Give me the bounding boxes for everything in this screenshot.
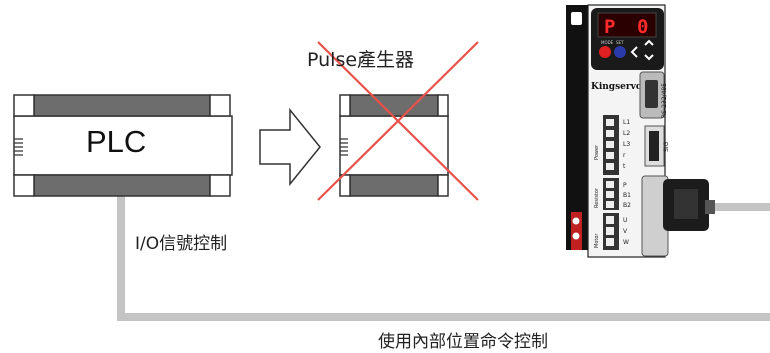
- terminal-l3-label: L3: [623, 141, 630, 148]
- terminal-b1-label: B1: [623, 192, 631, 199]
- terminal-b2-label: B2: [623, 202, 631, 209]
- terminal-p-label: P: [623, 182, 627, 189]
- set-button-label: SET: [616, 40, 624, 45]
- servo-drive: P 0 MODE SET Kingservo RS-232/485 SIG L1…: [566, 4, 715, 258]
- terminal-l2-label: L2: [623, 130, 630, 137]
- mode-button-label: MODE: [601, 40, 614, 45]
- up-chevron-icon[interactable]: [644, 39, 654, 46]
- signal-port-label: SIG: [663, 141, 670, 152]
- terminal-l1-label: L1: [623, 119, 630, 126]
- signal-connector-plug: [641, 175, 715, 257]
- pulse-generator-label: Pulse產生器: [307, 49, 415, 71]
- brand-label: Kingservo: [591, 82, 642, 92]
- terminal-r-label: r: [623, 152, 626, 159]
- set-button[interactable]: [614, 46, 626, 58]
- cross-out-mark: [317, 41, 479, 201]
- display-value-char: 0: [637, 16, 648, 38]
- comm-port-label: RS-232/485: [661, 83, 668, 118]
- power-group-label: Power: [594, 144, 600, 160]
- mode-button[interactable]: [599, 46, 611, 58]
- down-chevron-icon[interactable]: [644, 54, 654, 61]
- pulse-generator-module: [339, 94, 449, 197]
- terminal-v-label: V: [623, 228, 628, 235]
- motor-group-label: Motor: [594, 233, 600, 248]
- terminal-w-label: W: [623, 239, 629, 246]
- plc-module: [13, 94, 233, 197]
- terminal-u-label: U: [623, 217, 627, 224]
- display-mode-char: P: [604, 16, 615, 38]
- plc-label: PLC: [86, 124, 147, 159]
- control-wire: [117, 196, 770, 321]
- resistor-group-label: Resistor: [594, 187, 600, 208]
- arrow-right-icon: [259, 107, 321, 187]
- drive-mounting-rail: [566, 5, 588, 250]
- io-control-label: I/O信號控制: [135, 234, 228, 254]
- internal-command-label: 使用內部位置命令控制: [378, 332, 548, 352]
- terminal-t-label: t: [623, 163, 626, 170]
- left-chevron-icon[interactable]: [630, 46, 638, 58]
